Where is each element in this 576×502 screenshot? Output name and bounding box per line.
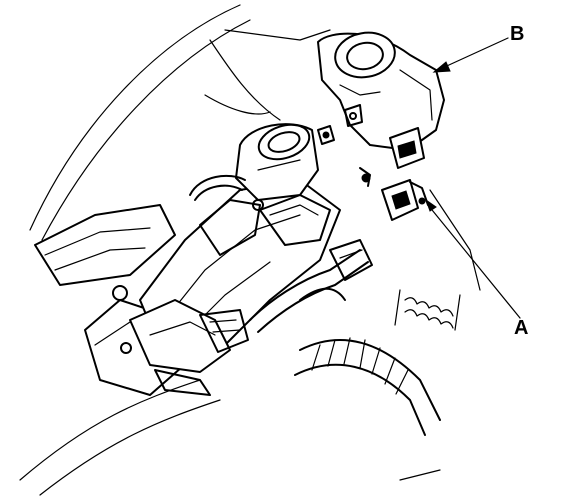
part-a-connector: [381, 179, 429, 221]
leader-lines: [424, 37, 521, 319]
part-b-lock-housing: [317, 31, 445, 187]
wire-harness: [189, 174, 441, 436]
coil-spring: [394, 289, 461, 331]
callout-b-label: B: [510, 23, 524, 45]
dashboard-outline: [19, 4, 481, 496]
steering-column-housing: [129, 123, 341, 396]
callout-a-label: A: [514, 317, 528, 339]
